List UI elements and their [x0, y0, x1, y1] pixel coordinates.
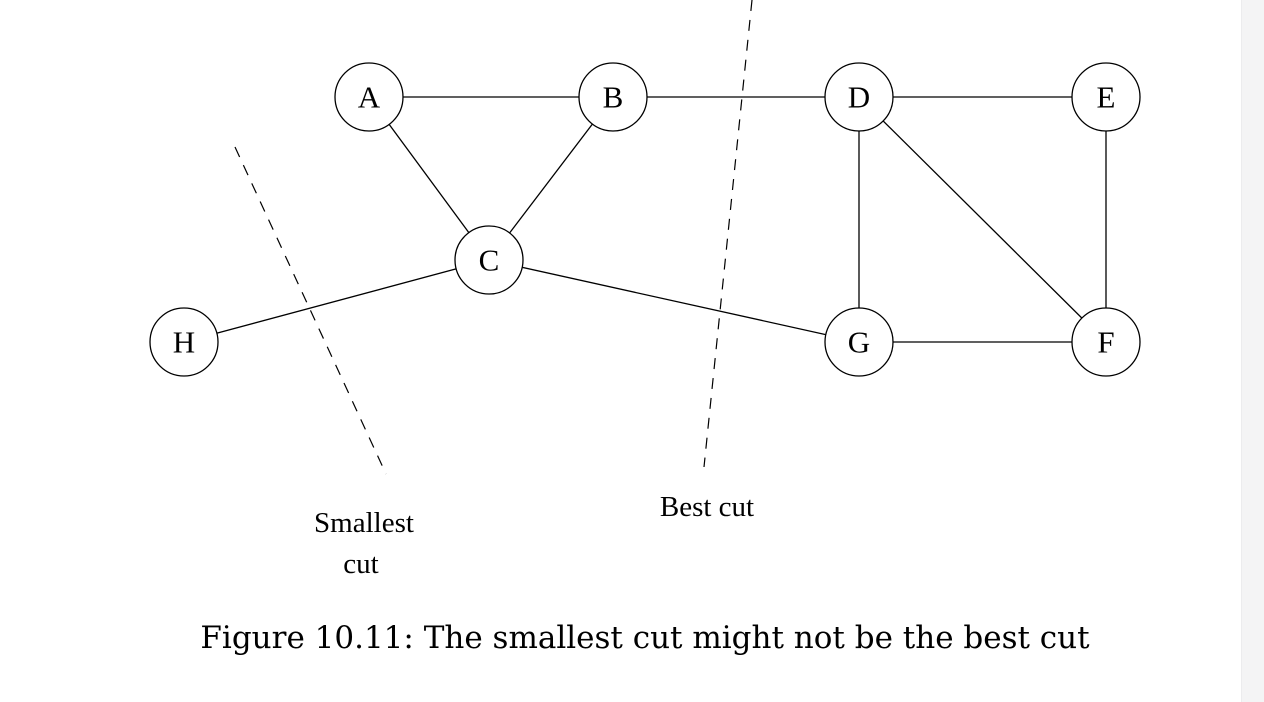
smallest-cut-label-line2: cut	[343, 548, 378, 580]
node-b-label: B	[603, 80, 624, 115]
node-c-label: C	[479, 243, 500, 278]
edge-c-g	[488, 259, 860, 343]
node-e: E	[1071, 62, 1141, 132]
node-h-label: H	[173, 325, 195, 360]
node-a-label: A	[358, 80, 381, 115]
node-f: F	[1071, 307, 1141, 377]
node-a: A	[334, 62, 404, 132]
page-edge	[1241, 0, 1264, 702]
node-f-label: F	[1097, 325, 1114, 360]
node-e-label: E	[1097, 80, 1116, 115]
smallest-cut-line	[234, 146, 387, 475]
node-g-label: G	[848, 325, 870, 360]
node-c: C	[454, 225, 524, 295]
best-cut-line	[703, 0, 753, 468]
smallest-cut-label-line1: Smallest	[314, 507, 414, 539]
node-d: D	[824, 62, 894, 132]
node-h: H	[149, 307, 219, 377]
node-b: B	[578, 62, 648, 132]
node-g: G	[824, 307, 894, 377]
edge-h-c	[183, 259, 490, 343]
best-cut-label: Best cut	[660, 491, 754, 523]
edge-d-f	[858, 96, 1107, 343]
node-d-label: D	[848, 80, 870, 115]
figure-caption: Figure 10.11: The smallest cut might not…	[200, 620, 1090, 656]
